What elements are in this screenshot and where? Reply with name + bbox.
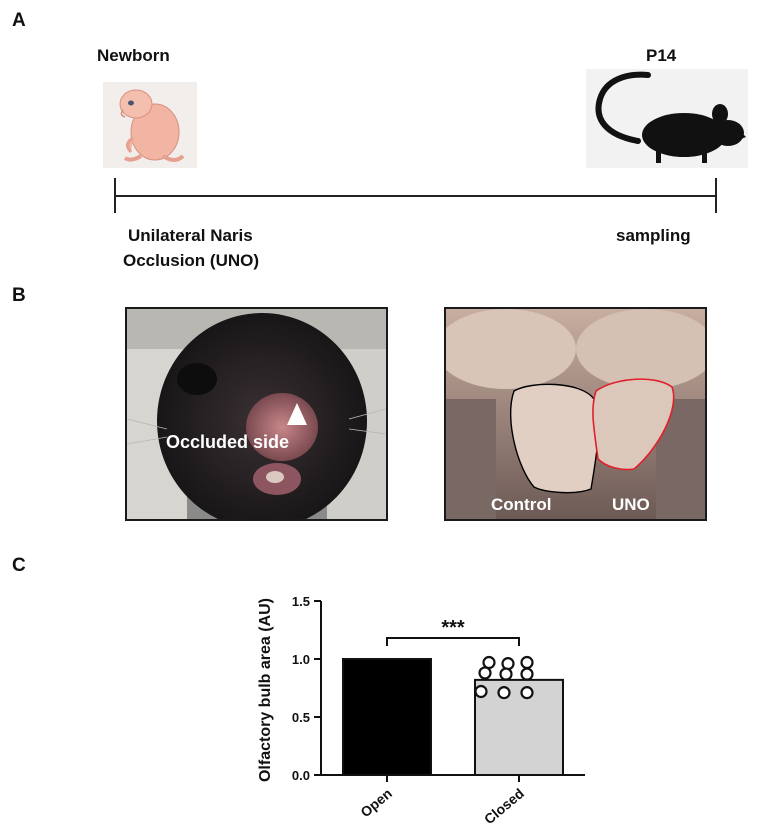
y-tick-label: 0.0	[292, 768, 310, 783]
significance-bracket	[386, 637, 520, 646]
occluded-side-label: Occluded side	[166, 432, 290, 452]
data-point-closed	[520, 667, 534, 681]
y-tick-label: 1.5	[292, 594, 310, 609]
newborn-pup-icon	[103, 82, 197, 168]
bar-closed	[474, 678, 564, 777]
newborn-label: Newborn	[97, 46, 170, 65]
uno-caption-line1: Unilateral Naris	[128, 226, 253, 245]
data-point-closed	[474, 684, 488, 699]
panel-b-letter: B	[12, 285, 26, 306]
y-tick-label: 1.0	[292, 652, 310, 667]
timeline-end-tick	[715, 178, 717, 213]
y-axis-label: Olfactory bulb area (AU)	[257, 598, 274, 782]
sampling-caption: sampling	[616, 226, 691, 245]
data-point-closed	[478, 666, 492, 680]
panel-a-letter: A	[12, 10, 26, 31]
timeline-start-tick	[114, 178, 116, 213]
data-point-closed	[520, 686, 534, 700]
significance-label: ***	[441, 617, 465, 639]
control-label: Control	[491, 495, 552, 514]
x-tick-label-open: Open	[357, 785, 395, 820]
data-point-closed	[497, 686, 511, 700]
p14-label: P14	[646, 46, 677, 65]
uno-label: UNO	[612, 495, 650, 514]
arrowhead-icon	[287, 403, 307, 425]
y-tick-label: 0.5	[292, 710, 310, 725]
bar-open	[342, 658, 432, 776]
olfactory-bulb-photo	[444, 307, 707, 521]
mouse-silhouette-icon	[586, 69, 748, 168]
data-point-closed	[520, 655, 534, 670]
timeline-axis	[115, 195, 717, 197]
data-point-closed	[499, 667, 513, 681]
uno-caption-line2: Occlusion (UNO)	[123, 251, 260, 270]
x-tick-label-closed: Closed	[481, 785, 527, 827]
mouse-face-photo	[125, 307, 388, 521]
panel-c-letter: C	[12, 555, 26, 576]
data-point-closed	[501, 657, 515, 671]
